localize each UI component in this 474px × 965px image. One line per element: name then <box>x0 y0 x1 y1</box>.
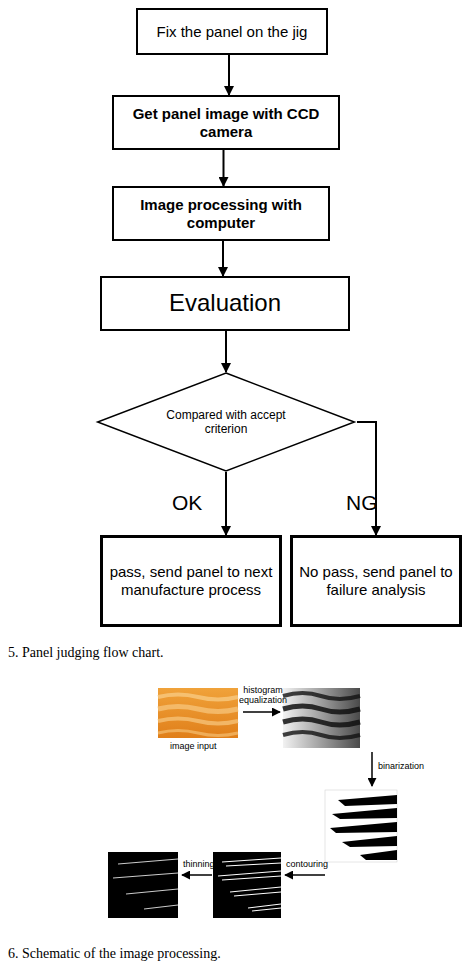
flow-arrow <box>228 55 230 95</box>
process-arrow <box>182 874 212 876</box>
process-box: Get panel image with CCD camera <box>112 95 340 150</box>
contour-line <box>248 904 281 911</box>
image-band <box>330 822 397 833</box>
process-arrow <box>243 711 280 713</box>
flow-arrow <box>225 331 227 372</box>
image-band <box>158 719 238 724</box>
thin-line <box>118 859 178 864</box>
image-band <box>360 850 397 860</box>
image-band <box>283 732 360 738</box>
image-band <box>158 707 238 712</box>
image-band <box>158 695 238 700</box>
thin-line <box>126 889 178 894</box>
diamond-shape <box>98 373 355 471</box>
image-band <box>342 836 397 847</box>
step-label: contouring <box>286 860 328 870</box>
process-box: Image processing with computer <box>112 186 330 241</box>
step-label: histogram equalization <box>238 686 288 706</box>
node-text: No pass, send panel to failure analysis <box>296 563 456 599</box>
process-box: Evaluation <box>100 276 350 331</box>
figure-caption: 5. Panel judging flow chart. <box>8 645 164 660</box>
process-box: pass, send panel to next manufacture pro… <box>100 535 282 627</box>
contour-line <box>222 858 281 866</box>
thinned-image <box>108 852 178 918</box>
node-text: Compared with accept criterion <box>166 408 286 437</box>
image-band <box>283 693 360 699</box>
flow-arrow <box>223 150 225 186</box>
branch-label: OK <box>172 491 202 515</box>
image-band <box>332 808 397 819</box>
flow-arrow <box>225 472 227 535</box>
branch-label: NG <box>346 491 378 515</box>
process-arrow <box>371 752 373 786</box>
figure-caption: 6. Schematic of the image processing. <box>8 946 221 961</box>
binarized-image <box>325 790 397 862</box>
contoured-image <box>213 852 281 918</box>
image-band <box>283 706 360 712</box>
decision-diamond: Compared with accept criterion <box>95 372 357 472</box>
node-text: Evaluation <box>169 289 281 318</box>
image-band <box>158 731 238 736</box>
node-text: Fix the panel on the jig <box>157 23 308 41</box>
node-text: pass, send panel to next manufacture pro… <box>106 563 276 599</box>
image-label: image input <box>170 742 217 752</box>
thin-line <box>144 905 178 909</box>
node-text: Get panel image with CCD camera <box>118 105 334 141</box>
flow-arrow <box>222 241 224 276</box>
flow-arrow <box>357 422 376 535</box>
thin-line <box>113 873 178 878</box>
process-box: Fix the panel on the jig <box>136 8 328 55</box>
process-arrow <box>285 874 325 876</box>
image-band <box>283 719 360 725</box>
process-box: No pass, send panel to failure analysis <box>290 535 462 627</box>
step-label: thinning <box>183 860 215 870</box>
node-text: Image processing with computer <box>118 196 324 232</box>
input-image <box>158 688 238 738</box>
contour-line <box>218 871 281 880</box>
contour-line <box>230 887 281 896</box>
equalized-image <box>283 688 360 748</box>
step-label: binarization <box>378 762 424 772</box>
image-band <box>338 795 397 806</box>
